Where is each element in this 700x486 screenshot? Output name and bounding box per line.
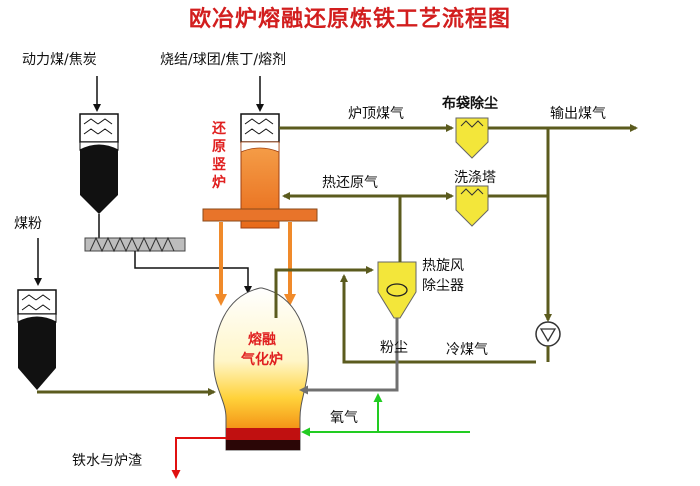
shaft-label-char-1: 还: [211, 120, 227, 137]
coal-powder-label: 煤粉: [14, 216, 42, 232]
coal-to-gasifier-line: [134, 251, 252, 294]
melter-gasifier: [213, 287, 309, 451]
cold-gas-return-line: [340, 274, 536, 364]
compressor-icon: [535, 321, 561, 347]
hot-metal-slag-label: 铁水与炉渣: [72, 453, 142, 469]
hot-metal-outlet-line: [171, 437, 226, 479]
hot-reducing-gas-label: 热还原气: [322, 175, 378, 191]
hot-cyclone: [377, 261, 417, 319]
gasifier-label-line-1: 熔融: [248, 331, 276, 348]
export-gas-label: 输出煤气: [550, 106, 606, 122]
oxygen-label: 氧气: [330, 410, 358, 426]
reduction-shaft: [202, 113, 318, 229]
coal-powder-hopper: [17, 289, 57, 390]
screw-conveyor: [84, 236, 186, 253]
power-coal-label: 动力煤/焦炭: [22, 52, 97, 68]
hot-cyclone-label-1: 热旋风: [422, 258, 464, 274]
scrubber: [455, 185, 489, 227]
diagram-title: 欧冶炉熔融还原炼铁工艺流程图: [189, 6, 511, 32]
hot-cyclone-label-2: 除尘器: [422, 278, 464, 294]
shaft-label-char-3: 竖: [212, 157, 226, 173]
oxygen-line-vertical: [373, 393, 470, 433]
shaft-label-char-4: 炉: [212, 174, 226, 191]
bag-filter: [455, 117, 489, 159]
bag-filter-label: 布袋除尘: [442, 95, 498, 112]
coal-hopper-top: [79, 113, 119, 214]
top-gas-label: 炉顶煤气: [348, 106, 404, 122]
gasifier-label-line-2: 气化炉: [240, 351, 283, 368]
scrubber-label: 洗涤塔: [454, 170, 496, 186]
sinter-feed-label: 烧结/球团/焦丁/熔剂: [160, 52, 286, 68]
shaft-label-char-2: 原: [212, 139, 226, 155]
cold-gas-label: 冷煤气: [446, 342, 488, 358]
dust-label: 粉尘: [380, 340, 408, 356]
dust-return-line: [299, 318, 399, 395]
gasifier-offgas-line: [274, 266, 374, 318]
